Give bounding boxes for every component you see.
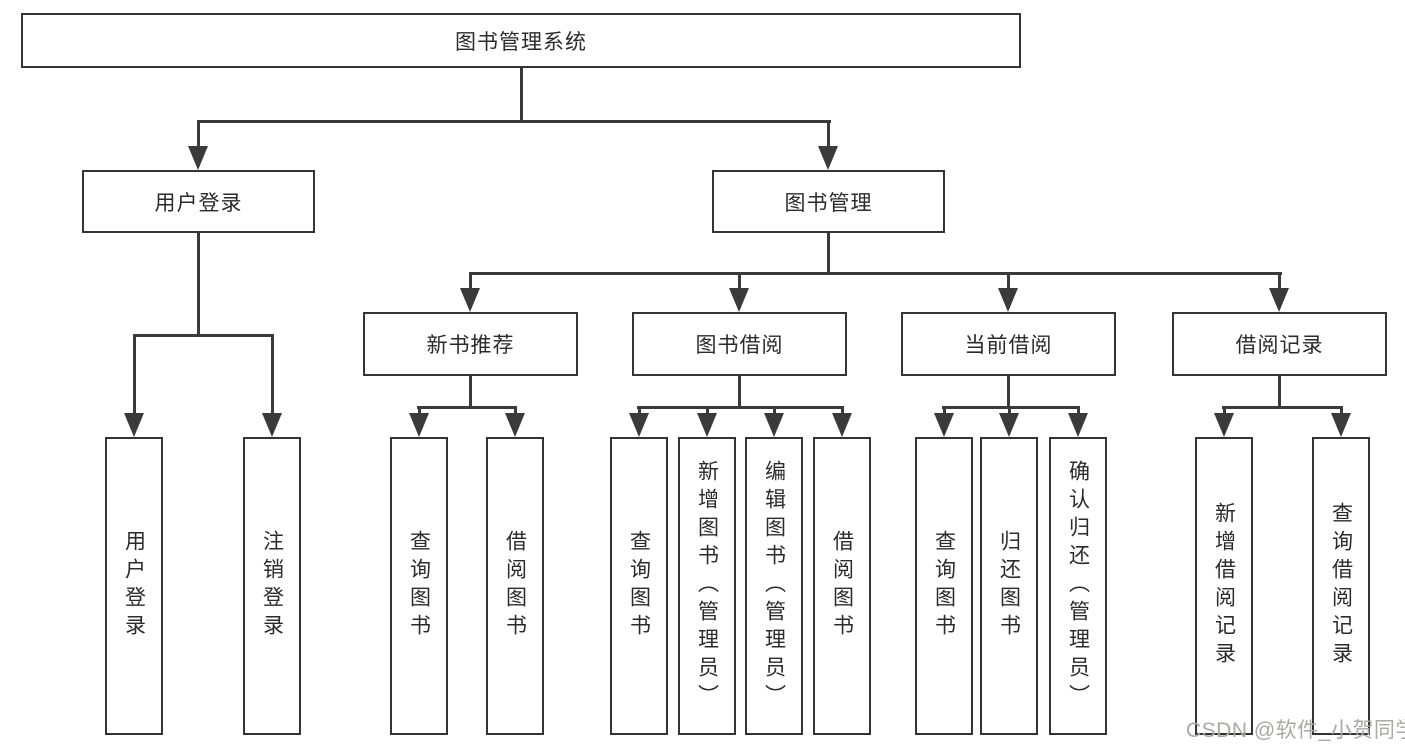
connector-records-stem bbox=[1278, 376, 1281, 409]
arrow-down-icon bbox=[764, 413, 784, 437]
arrow-down-icon bbox=[629, 413, 649, 437]
node-new-book-rec: 新书推荐 bbox=[363, 312, 578, 376]
node-leaf-add-books-admin: 新增图书（管理员） bbox=[678, 437, 736, 735]
arrow-down-icon bbox=[1214, 413, 1234, 437]
watermark: CSDN @软件_小贺同学 bbox=[1186, 719, 1405, 742]
connector-book-mgmt-stem bbox=[827, 233, 830, 275]
arrow-down-icon bbox=[1269, 288, 1289, 312]
node-leaf-borrow-books-2: 借阅图书 bbox=[813, 437, 871, 735]
connector-drop-leaf bbox=[271, 334, 274, 430]
arrow-down-icon bbox=[262, 413, 282, 437]
arrow-down-icon bbox=[1068, 413, 1088, 437]
node-root: 图书管理系统 bbox=[21, 13, 1021, 68]
node-leaf-return-books: 归还图书 bbox=[980, 437, 1038, 735]
connector-book-borrow-bar bbox=[637, 406, 844, 409]
connector-book-borrow-stem bbox=[738, 376, 741, 409]
node-book-mgmt: 图书管理 bbox=[712, 170, 945, 233]
arrow-down-icon bbox=[505, 413, 525, 437]
node-borrow-records: 借阅记录 bbox=[1172, 312, 1387, 376]
arrow-down-icon bbox=[832, 413, 852, 437]
connector-user-login-stem bbox=[197, 233, 200, 337]
arrow-down-icon bbox=[999, 413, 1019, 437]
arrow-down-icon bbox=[934, 413, 954, 437]
connector-current-stem bbox=[1007, 376, 1010, 409]
arrow-down-icon bbox=[818, 146, 838, 170]
connector-new-rec-bar bbox=[417, 406, 517, 409]
connector-book-mgmt-bar bbox=[469, 272, 1282, 275]
connector-drop-user-login bbox=[197, 120, 200, 166]
node-leaf-query-books-2: 查询图书 bbox=[610, 437, 668, 735]
arrow-down-icon bbox=[697, 413, 717, 437]
node-leaf-query-books-1: 查询图书 bbox=[390, 437, 448, 735]
node-leaf-borrow-books-1: 借阅图书 bbox=[486, 437, 544, 735]
node-leaf-query-books-3: 查询图书 bbox=[915, 437, 973, 735]
node-leaf-query-borrow-record: 查询借阅记录 bbox=[1312, 437, 1370, 735]
arrow-down-icon bbox=[188, 146, 208, 170]
node-leaf-add-borrow-record: 新增借阅记录 bbox=[1195, 437, 1253, 735]
connector-drop-leaf bbox=[133, 334, 136, 430]
arrow-down-icon bbox=[998, 288, 1018, 312]
arrow-down-icon bbox=[409, 413, 429, 437]
node-leaf-logout: 注销登录 bbox=[243, 437, 301, 735]
node-book-borrowing: 图书借阅 bbox=[632, 312, 847, 376]
connector-records-bar bbox=[1222, 406, 1343, 409]
arrow-down-icon bbox=[1331, 413, 1351, 437]
connector-current-bar bbox=[942, 406, 1080, 409]
node-leaf-edit-books-admin: 编辑图书（管理员） bbox=[745, 437, 803, 735]
node-leaf-user-login: 用户登录 bbox=[105, 437, 163, 735]
connector-new-rec-stem bbox=[469, 376, 472, 409]
connector-drop-book-mgmt bbox=[827, 120, 830, 166]
arrow-down-icon bbox=[729, 288, 749, 312]
node-user-login: 用户登录 bbox=[82, 170, 315, 233]
node-leaf-confirm-return-admin: 确认归还（管理员） bbox=[1049, 437, 1107, 735]
connector-user-login-bar bbox=[133, 334, 274, 337]
node-current-borrowing: 当前借阅 bbox=[901, 312, 1116, 376]
connector-root-stem bbox=[520, 68, 523, 123]
arrow-down-icon bbox=[124, 413, 144, 437]
connector-root-bar bbox=[197, 120, 831, 123]
arrow-down-icon bbox=[460, 288, 480, 312]
